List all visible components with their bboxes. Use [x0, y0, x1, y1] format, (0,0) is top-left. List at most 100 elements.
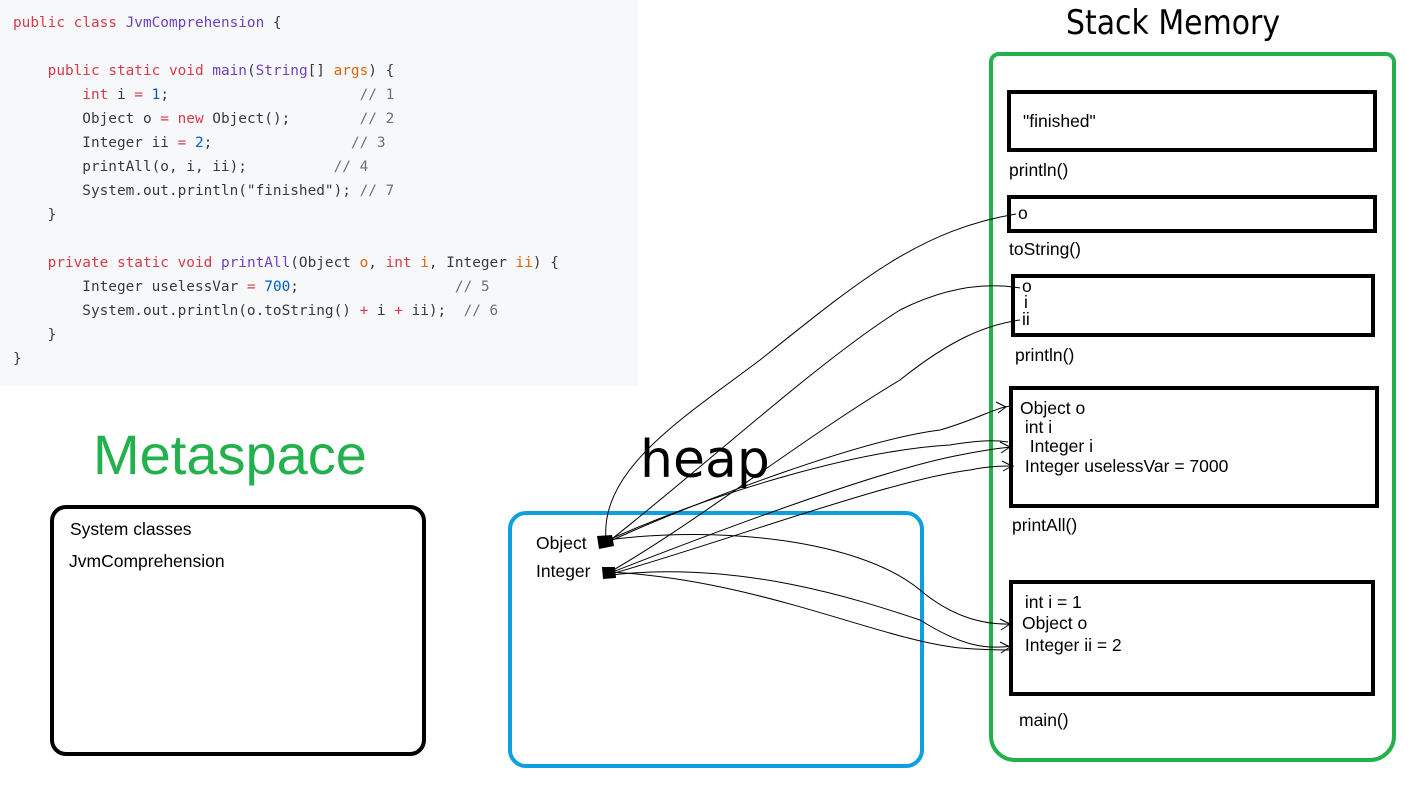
frame-variable: "finished" — [1023, 111, 1096, 131]
heap-object-label: Object — [536, 533, 587, 553]
code-token: ) { — [368, 63, 395, 79]
frame-variable: int i — [1020, 417, 1053, 437]
frame-variable: o — [1018, 203, 1028, 223]
code-token: static — [116, 255, 178, 271]
stack-frame-tostring — [1007, 195, 1377, 233]
code-token: 700 — [264, 279, 291, 295]
frame-variable: Object o — [1022, 613, 1088, 633]
code-line: System.out.println("finished"); // 7 — [13, 179, 394, 203]
code-token: // 5 — [454, 279, 490, 295]
code-token — [13, 255, 48, 271]
code-line: public static void main(String[] args) { — [13, 59, 395, 83]
code-token: i — [108, 87, 135, 103]
code-line: System.out.println(o.toString() + i + ii… — [13, 299, 498, 323]
code-token: Integer uselessVar — [13, 279, 247, 295]
code-line: } — [13, 347, 22, 371]
code-token: args — [333, 63, 369, 79]
code-token: 1 — [151, 87, 161, 103]
metaspace-box — [50, 505, 426, 756]
code-token: // 4 — [333, 159, 369, 175]
code-token: , — [368, 255, 386, 271]
code-token: { — [264, 15, 282, 31]
code-line: Object o = new Object(); // 2 — [13, 107, 394, 131]
code-token: // 3 — [350, 135, 386, 151]
code-token: int — [82, 87, 109, 103]
code-token: ( — [246, 63, 256, 79]
frame-variable: i — [1024, 292, 1028, 312]
code-token — [143, 87, 152, 103]
code-token: ; — [290, 279, 455, 295]
frame-variable: Object o — [1020, 398, 1086, 418]
metaspace-item: JvmComprehension — [69, 551, 225, 571]
frame-name: main() — [1019, 710, 1069, 730]
code-token: System.out.println(o.toString() — [13, 303, 360, 319]
code-line: public class JvmComprehension { — [13, 11, 282, 35]
frame-variable: int i = 1 — [1020, 592, 1082, 612]
code-token: ) { — [532, 255, 559, 271]
code-line: private static void printAll(Object o, i… — [13, 251, 559, 275]
code-token: public — [13, 15, 74, 31]
metaspace-title: Metaspace — [93, 423, 367, 486]
code-token — [13, 87, 82, 103]
code-token: + — [394, 303, 403, 319]
code-token: , Integer — [428, 255, 516, 271]
heap-title: heap — [640, 430, 770, 490]
code-token: JvmComprehension — [125, 15, 265, 31]
frame-variable: Integer i — [1020, 436, 1093, 456]
code-token: // 6 — [463, 303, 499, 319]
code-token: // 1 — [359, 87, 395, 103]
frame-name: println() — [1009, 160, 1069, 180]
code-token: } — [13, 327, 57, 343]
frame-name: toString() — [1009, 239, 1081, 259]
code-token: void — [177, 255, 221, 271]
frame-variable: o — [1022, 276, 1032, 296]
code-token: 2 — [194, 135, 204, 151]
code-token: // 2 — [359, 111, 395, 127]
code-line: } — [13, 323, 57, 347]
frame-variable: Integer uselessVar = 7000 — [1020, 456, 1229, 476]
code-line: Integer uselessVar = 700; // 5 — [13, 275, 490, 299]
code-token — [13, 63, 48, 79]
code-token: ii); — [402, 303, 464, 319]
code-token — [169, 111, 178, 127]
frame-variable: Integer ii = 2 — [1020, 635, 1122, 655]
metaspace-item: System classes — [70, 519, 192, 539]
code-token: private — [47, 255, 117, 271]
frame-name: printAll() — [1012, 515, 1078, 535]
code-token — [186, 135, 195, 151]
code-token: ; — [160, 87, 360, 103]
code-token: = — [160, 111, 169, 127]
frame-variable: ii — [1022, 309, 1030, 329]
code-token: } — [13, 207, 57, 223]
code-token: = — [246, 279, 256, 295]
frame-name: println() — [1015, 345, 1075, 365]
code-token: // 7 — [359, 183, 395, 199]
code-token: static — [108, 63, 169, 79]
reference-arrow — [607, 285, 1021, 543]
heap-integer-label: Integer — [536, 561, 591, 581]
code-token: public — [47, 63, 109, 79]
code-token: Object(); — [203, 111, 360, 127]
code-line: Integer ii = 2; // 3 — [13, 131, 386, 155]
code-line: printAll(o, i, ii); // 4 — [13, 155, 368, 179]
code-token: class — [73, 15, 126, 31]
code-token: System.out.println("finished"); — [13, 183, 360, 199]
code-token: o — [359, 255, 369, 271]
stack-frame-println-finished — [1007, 90, 1377, 152]
code-token: new — [177, 111, 204, 127]
code-token: = — [177, 135, 187, 151]
code-token: String — [255, 63, 308, 79]
code-line: } — [13, 203, 57, 227]
code-token: ; — [203, 135, 351, 151]
stack-memory-title: Stack Memory — [1066, 3, 1281, 43]
code-token: + — [359, 303, 369, 319]
code-token: = — [134, 87, 143, 103]
code-token: (Object — [290, 255, 360, 271]
code-token: printAll(o, i, ii); — [13, 159, 334, 175]
code-token: ii — [515, 255, 533, 271]
code-token: int — [385, 255, 421, 271]
code-token: void — [168, 63, 213, 79]
code-token: main — [212, 63, 247, 79]
code-token: printAll — [220, 255, 291, 271]
stack-frame-println-args — [1011, 274, 1375, 337]
